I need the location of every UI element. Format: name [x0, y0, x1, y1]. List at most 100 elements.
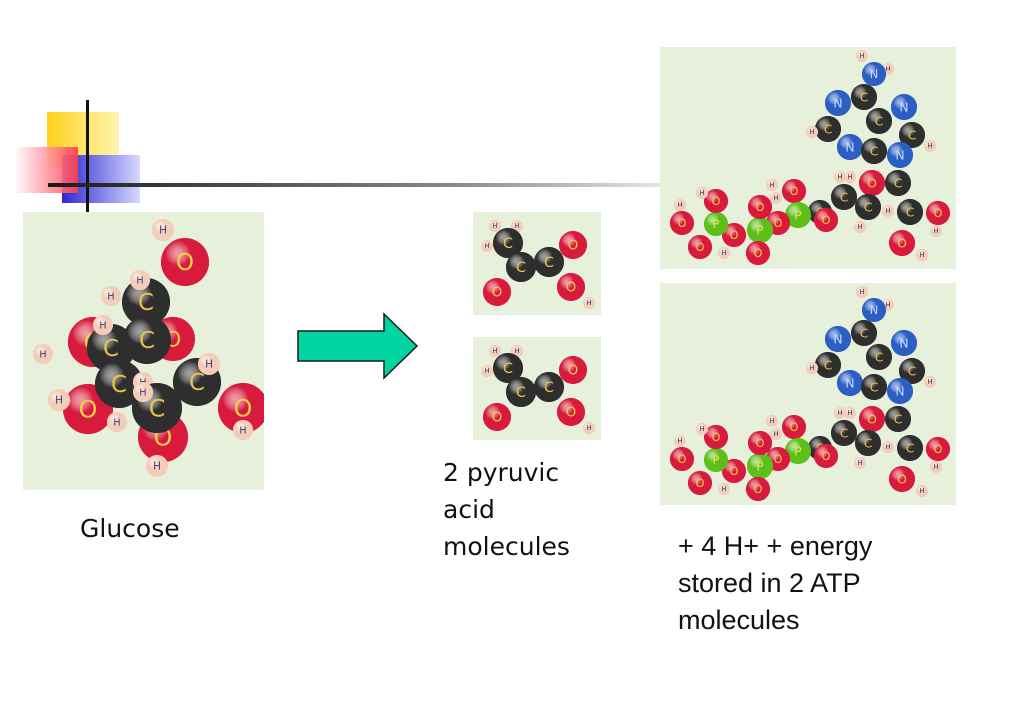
hydrogen-symbol: H [677, 201, 682, 209]
oxygen-symbol: O [566, 281, 576, 296]
carbon-atom: C [866, 108, 892, 134]
carbon-symbol: C [875, 350, 884, 364]
carbon-atom: C [95, 360, 143, 408]
hydrogen-symbol: H [699, 425, 704, 433]
hydrogen-symbol: H [847, 173, 852, 181]
phosphorus-symbol: P [713, 453, 720, 467]
vertical-rule [86, 100, 89, 212]
atp-molecule-panel-2: HHNNCNCHCNCCHNCOHHCCHCOHHOHCOHPOOPOHOOPO… [660, 283, 956, 505]
oxygen-atom: O [557, 273, 585, 301]
carbon-symbol: C [111, 372, 127, 398]
carbon-symbol: C [864, 436, 873, 450]
hydrogen-atom: H [854, 457, 866, 469]
carbon-atom: C [815, 116, 841, 142]
carbon-symbol: C [840, 426, 849, 440]
carbon-symbol: C [824, 122, 833, 136]
hydrogen-symbol: H [586, 299, 591, 307]
hydrogen-atom: H [924, 376, 936, 388]
carbon-atom: C [855, 194, 881, 220]
oxygen-atom: O [688, 235, 712, 259]
oxygen-atom: O [670, 447, 694, 471]
hydrogen-symbol: H [514, 347, 519, 355]
hydrogen-atom: H [806, 126, 818, 138]
phosphorus-atom: P [704, 212, 728, 236]
oxygen-symbol: O [822, 213, 831, 227]
oxygen-symbol: O [790, 420, 799, 434]
oxygen-symbol: O [492, 411, 502, 426]
hydrogen-symbol: H [847, 409, 852, 417]
oxygen-atom: O [722, 223, 746, 247]
hydrogen-atom: H [924, 140, 936, 152]
atp-label-line-3: molecules [678, 605, 800, 635]
hydrogen-atom: H [152, 219, 174, 241]
oxygen-symbol: O [754, 482, 763, 496]
carbon-symbol: C [870, 380, 879, 394]
oxygen-atom: O [926, 201, 950, 225]
phosphorus-atom: P [747, 453, 773, 479]
oxygen-atom: O [766, 447, 790, 471]
glucose-molecule-model: OHOHOOHOHOHCHHCHCCHCHCHH [33, 219, 268, 477]
oxygen-atom: O [704, 189, 728, 213]
hydrogen-symbol: H [721, 249, 726, 257]
hydrogen-symbol: H [859, 52, 864, 60]
oxygen-symbol: O [756, 200, 765, 214]
nitrogen-atom: N [862, 62, 886, 86]
phosphorus-symbol: P [794, 208, 802, 222]
carbon-symbol: C [906, 205, 915, 219]
hydrogen-symbol: H [837, 173, 842, 181]
hydrogen-symbol: H [809, 128, 814, 136]
oxygen-atom: O [483, 278, 511, 306]
hydrogen-atom: H [93, 315, 113, 335]
pyruvic-label-line-1: 2 pyruvic [443, 458, 560, 487]
hydrogen-atom: H [674, 199, 686, 211]
hydrogen-atom: H [481, 365, 493, 377]
hydrogen-atom: H [854, 221, 866, 233]
carbon-atom: C [831, 184, 857, 210]
hydrogen-symbol: H [885, 443, 890, 451]
carbon-atom: C [897, 435, 923, 461]
hydrogen-symbol: H [55, 395, 63, 407]
carbon-atom: C [899, 358, 925, 384]
hydrogen-atom: H [33, 344, 53, 364]
hydrogen-symbol: H [677, 437, 682, 445]
oxygen-symbol: O [79, 395, 98, 423]
atp-model-2: HHNNCNCHCNCCHNCOHHCCHCOHHOHCOHPOOPOHOOPO… [670, 286, 950, 501]
pyruvic-label-line-2: acid [443, 495, 495, 524]
carbon-symbol: C [139, 328, 155, 354]
atp-label-line-1: + 4 H+ + energy [678, 531, 873, 561]
hydrogen-atom: H [806, 362, 818, 374]
oxygen-atom: O [889, 230, 915, 256]
nitrogen-symbol: N [895, 384, 904, 398]
carbon-atom: C [815, 352, 841, 378]
hydrogen-symbol: H [99, 320, 106, 331]
hydrogen-symbol: H [809, 364, 814, 372]
carbon-symbol: C [138, 290, 154, 316]
hydrogen-symbol: H [933, 227, 938, 235]
hydrogen-symbol: H [857, 459, 862, 467]
right-arrow-icon [297, 312, 419, 380]
oxygen-atom: O [889, 466, 915, 492]
phosphorus-symbol: P [713, 217, 720, 231]
carbon-atom: C [534, 372, 564, 402]
carbon-symbol: C [894, 412, 903, 426]
oxygen-symbol: O [678, 216, 687, 230]
carbon-atom: C [861, 374, 887, 400]
nitrogen-atom: N [862, 298, 886, 322]
hydrogen-atom: H [834, 171, 846, 183]
hydrogen-atom: H [844, 171, 856, 183]
oxygen-atom: O [483, 403, 511, 431]
carbon-symbol: C [906, 441, 915, 455]
hydrogen-symbol: H [586, 424, 591, 432]
horizontal-rule [48, 183, 720, 187]
hydrogen-atom: H [198, 353, 220, 375]
hydrogen-atom: H [481, 240, 493, 252]
hydrogen-atom: H [834, 407, 846, 419]
carbon-symbol: C [149, 394, 166, 422]
oxygen-symbol: O [754, 246, 763, 260]
nitrogen-symbol: N [895, 148, 904, 162]
oxygen-atom: O [559, 231, 587, 259]
oxygen-atom: O [814, 444, 838, 468]
oxygen-atom: O [748, 431, 772, 455]
